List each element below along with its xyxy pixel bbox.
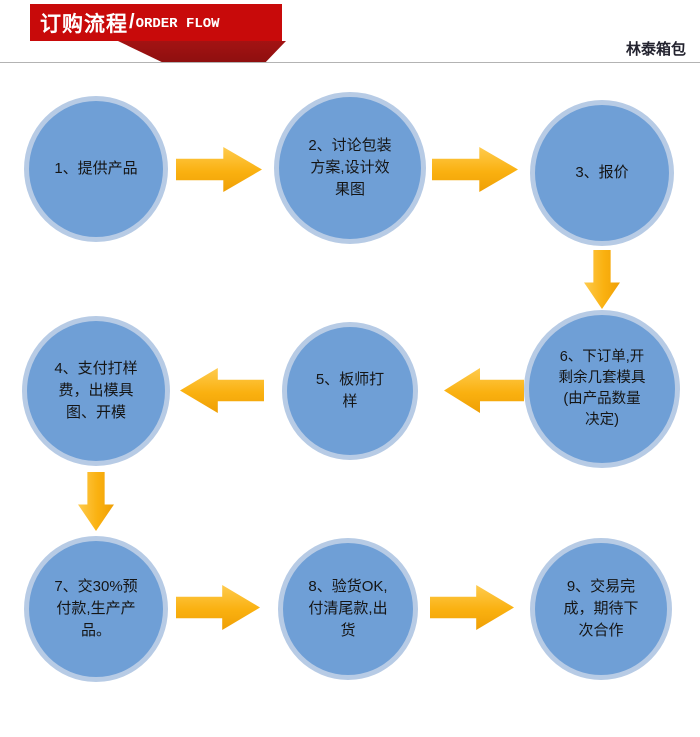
title-banner: 订购流程 / ORDER FLOW	[30, 4, 282, 41]
step-label-8: 8、验货OK,付清尾款,出货	[308, 578, 388, 639]
step-label-1: 1、提供产品	[54, 160, 138, 178]
step-label-3: 3、报价	[575, 164, 629, 182]
step-label-9: 9、交易完成，期待下次合作	[563, 578, 639, 639]
arrow-down-icon	[78, 472, 114, 531]
step-label-2: 2、讨论包装方案,设计效果图	[308, 137, 392, 198]
arrow-down-icon	[584, 250, 620, 309]
step-circle-3: 3、报价	[530, 100, 674, 246]
step-label-7: 7、交30%预付款,生产产品。	[54, 578, 138, 639]
brand-name: 林泰箱包	[625, 41, 686, 58]
step-circle-7: 7、交30%预付款,生产产品。	[24, 536, 168, 682]
step-circle-9: 9、交易完成，期待下次合作	[530, 538, 672, 680]
title-divider: /	[129, 11, 135, 33]
arrow-left-icon	[444, 368, 524, 413]
page-title-cn: 订购流程	[40, 12, 128, 36]
arrow-right-icon	[432, 147, 518, 192]
arrow-right-icon	[176, 585, 260, 630]
step-label-4: 4、支付打样费，出模具图、开模	[54, 360, 138, 421]
step-circle-5: 5、板师打样	[282, 322, 418, 460]
arrow-right-icon	[176, 147, 262, 192]
step-circle-6: 6、下订单,开剩余几套模具(由产品数量决定)	[524, 310, 680, 468]
step-circle-2: 2、讨论包装方案,设计效果图	[274, 92, 426, 244]
step-label-5: 5、板师打样	[315, 371, 385, 410]
step-circle-1: 1、提供产品	[24, 96, 168, 242]
header-divider-line	[0, 62, 700, 63]
step-circle-4: 4、支付打样费，出模具图、开模	[22, 316, 170, 466]
arrow-left-icon	[180, 368, 264, 413]
page-title-en: ORDER FLOW	[135, 16, 220, 32]
arrow-right-icon	[430, 585, 514, 630]
step-label-6: 6、下订单,开剩余几套模具(由产品数量决定)	[558, 348, 646, 429]
banner-ribbon-shape	[118, 41, 286, 62]
step-circle-8: 8、验货OK,付清尾款,出货	[278, 538, 418, 680]
